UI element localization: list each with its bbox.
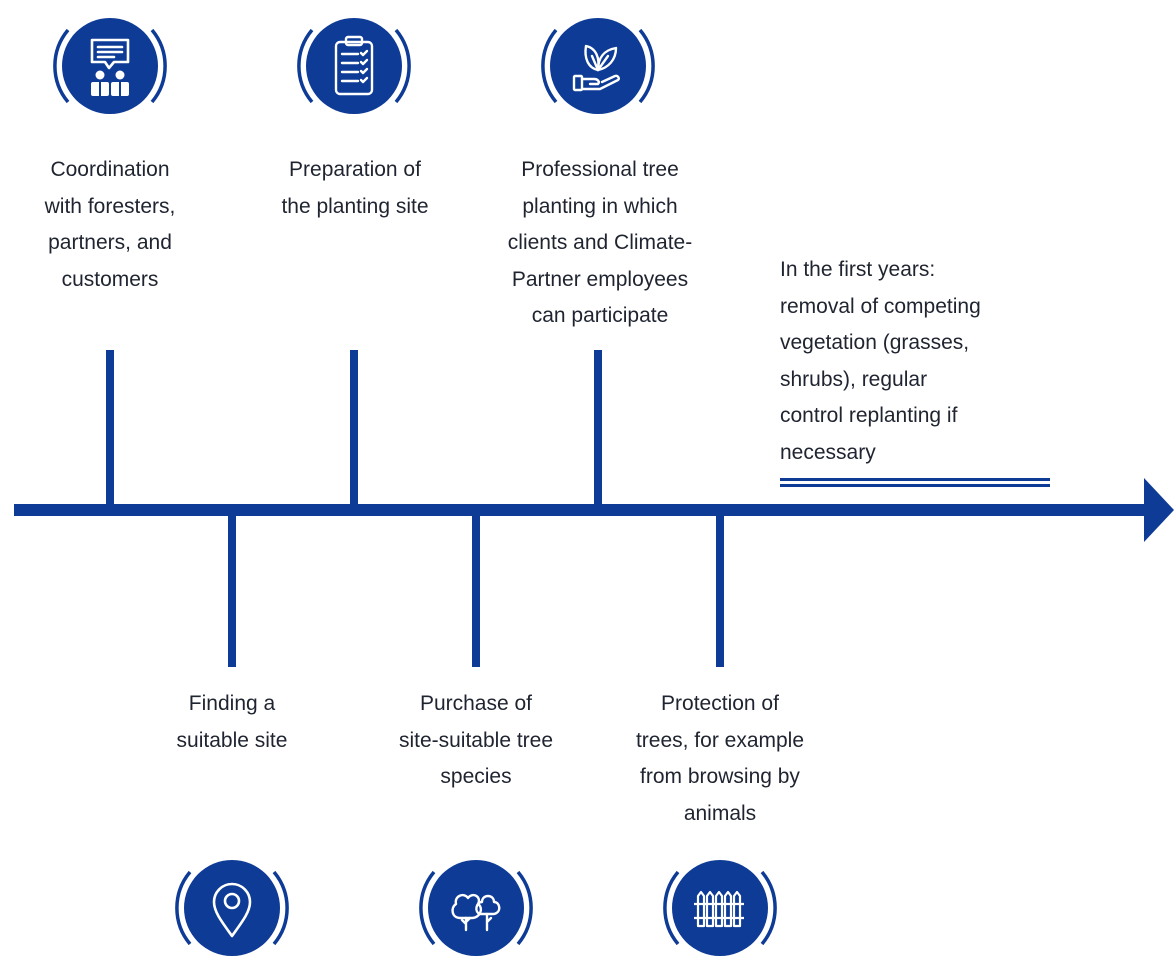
timeline-arrowhead xyxy=(1144,478,1174,542)
label-line: with foresters, xyxy=(44,194,176,218)
hand-with-leaves-icon xyxy=(534,2,662,130)
label-line: partners, and xyxy=(48,231,172,254)
label-line: Partner employees xyxy=(511,267,689,291)
label-line: Purchase of xyxy=(419,692,533,715)
label-planting: Professional tree planting in which clie… xyxy=(480,152,720,335)
label-line: from browsing by xyxy=(640,765,800,788)
final-step-underline-top xyxy=(780,478,1050,481)
label-line: can participate xyxy=(531,304,669,327)
label-preparation: Preparation of the planting site xyxy=(250,152,460,225)
label-line: clients and Climate- xyxy=(507,231,693,254)
label-line: vegetation (grasses, xyxy=(780,331,970,354)
label-coordination: Coordination with foresters, partners, a… xyxy=(0,152,220,298)
label-purchase: Purchase of site-suitable tree species xyxy=(356,686,596,796)
label-finding: Finding a suitable site xyxy=(122,686,342,759)
tick-protection xyxy=(716,514,724,667)
label-line: Protection of xyxy=(661,692,779,715)
clipboard-checklist-icon xyxy=(290,2,418,130)
label-line: the planting site xyxy=(281,194,429,218)
label-line: necessary xyxy=(780,440,876,464)
tick-finding xyxy=(228,514,236,667)
timeline-axis xyxy=(14,504,1146,516)
tick-planting xyxy=(594,350,602,506)
label-line: suitable site xyxy=(176,728,288,752)
label-line: In the first years: xyxy=(780,258,936,281)
label-line: Coordination xyxy=(50,158,170,181)
label-protection: Protection of trees, for example from br… xyxy=(600,686,840,832)
map-pin-icon xyxy=(168,844,296,972)
label-line: control replanting if xyxy=(780,404,958,427)
final-step-underline-bottom xyxy=(780,484,1050,487)
label-line: Finding a xyxy=(188,692,276,715)
label-line: species xyxy=(440,765,512,788)
label-line: animals xyxy=(683,801,757,825)
label-line: Professional tree xyxy=(521,158,679,181)
trees-icon xyxy=(412,844,540,972)
label-line: trees, for example xyxy=(635,728,805,752)
label-line: Preparation of xyxy=(289,158,421,181)
fence-icon xyxy=(656,844,784,972)
tick-preparation xyxy=(350,350,358,506)
people-conversation-icon xyxy=(46,2,174,130)
label-line: planting in which xyxy=(522,194,678,218)
label-line: site-suitable tree xyxy=(398,728,554,752)
label-line: shrubs), regular xyxy=(780,367,928,391)
label-line: removal of competing xyxy=(780,294,981,318)
tick-purchase xyxy=(472,514,480,667)
tick-coordination xyxy=(106,350,114,506)
label-line: customers xyxy=(61,267,159,291)
label-final-step: In the first years: removal of competing… xyxy=(780,252,1080,471)
